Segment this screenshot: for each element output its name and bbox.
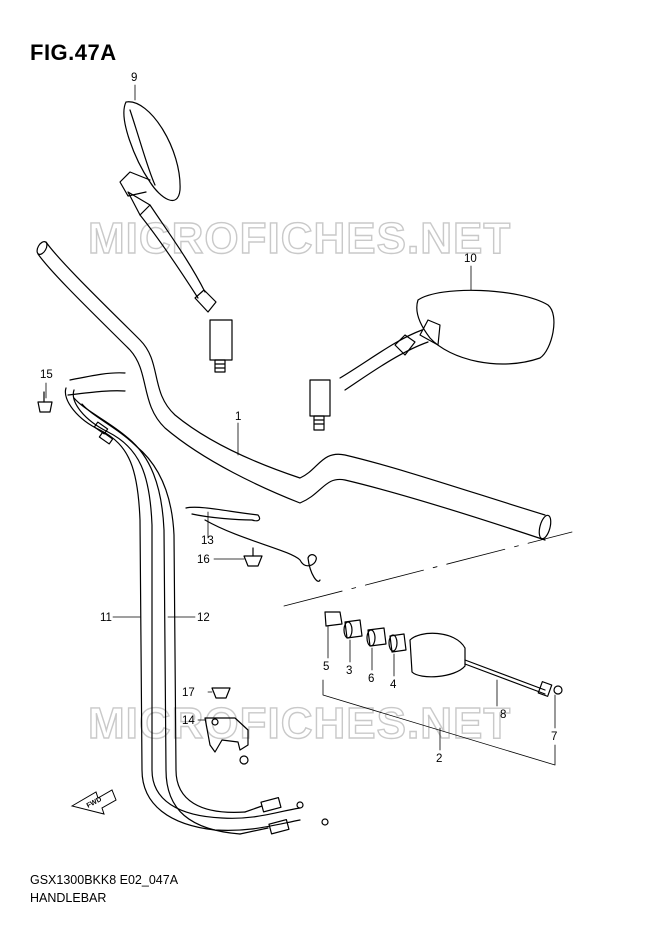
callout-4: 4 — [390, 679, 397, 691]
callout-12: 12 — [197, 612, 210, 624]
callout-15: 15 — [40, 369, 53, 381]
callout-2: 2 — [436, 753, 442, 765]
screw-17-part — [211, 687, 231, 699]
figure-code: GSX1300BKK8 E02_047A — [30, 873, 179, 887]
clamp-bracket-part — [185, 506, 321, 582]
figure-name: HANDLEBAR — [30, 891, 107, 905]
fwd-arrow-icon: FWD — [70, 789, 117, 815]
callout-17: 17 — [182, 687, 195, 699]
throttle-cables-part — [64, 372, 329, 835]
cable-holder-part — [204, 717, 249, 765]
callout-10: 10 — [464, 253, 477, 265]
watermark-top: MICROFICHES.NET — [88, 214, 511, 263]
figure-title: FIG.47A — [30, 40, 117, 65]
callout-13: 13 — [201, 535, 214, 547]
callout-7: 7 — [551, 731, 557, 743]
callout-8: 8 — [500, 709, 506, 721]
callout-6: 6 — [368, 673, 374, 685]
mirror-right-part — [309, 289, 555, 431]
callout-1: 1 — [235, 411, 241, 423]
balancer-assembly-part — [324, 611, 563, 697]
screw-15-part — [37, 391, 53, 413]
callout-5: 5 — [323, 661, 329, 673]
mirror-left-part — [119, 101, 233, 373]
callout-3: 3 — [346, 665, 352, 677]
callout-9: 9 — [131, 72, 137, 84]
callout-14: 14 — [182, 715, 195, 727]
handlebar-part — [36, 241, 552, 541]
callout-16: 16 — [197, 554, 210, 566]
callout-11: 11 — [100, 612, 112, 624]
screw-16-part — [243, 547, 263, 567]
